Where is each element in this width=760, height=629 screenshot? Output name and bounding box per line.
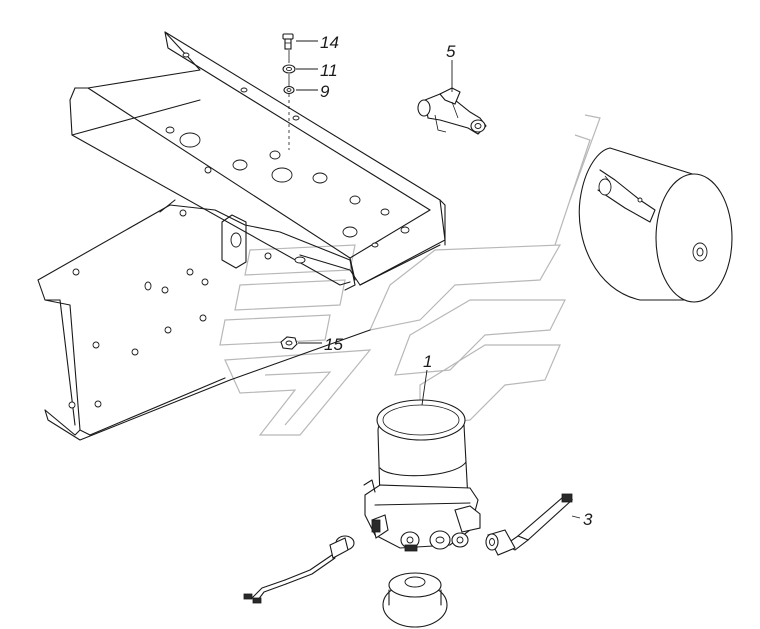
leader-lines [296,40,581,519]
drain-cap [382,572,448,628]
watermark-logo [219,114,601,436]
valve-5 [417,87,487,135]
bracket-holes [165,52,410,264]
callout-11: 11 [320,61,338,80]
heater-cable [243,535,355,604]
pipe-3 [485,493,574,556]
callout-3: 3 [583,510,593,529]
callout-5: 5 [446,42,456,61]
callout-14: 14 [320,33,339,52]
callout-9: 9 [320,82,330,101]
mounting-bracket [68,31,446,409]
callout-1: 1 [423,352,432,371]
frame-side-member [37,199,371,441]
washer-9 [283,85,295,95]
bolt-14 [282,33,294,50]
air-tank [578,147,733,303]
frame-holes [68,209,272,409]
callout-15: 15 [324,335,343,354]
washer-11 [282,64,296,74]
air-dryer-1 [363,399,481,552]
nut-15 [280,336,298,350]
